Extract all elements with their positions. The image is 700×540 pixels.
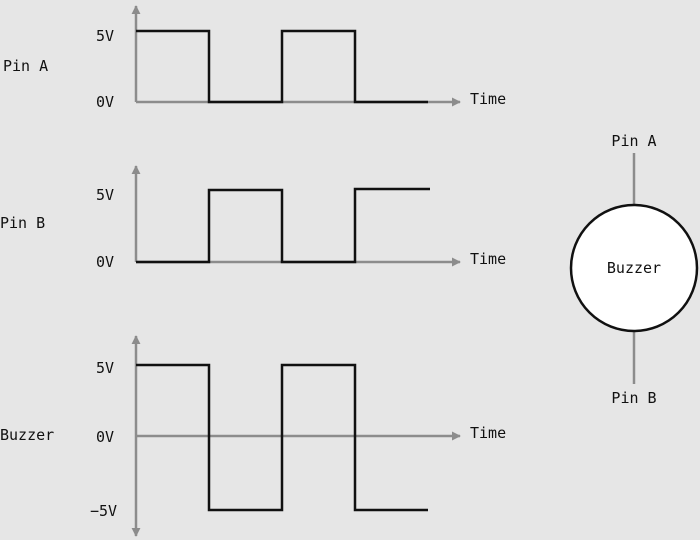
time-label: Time bbox=[470, 424, 506, 442]
y-tick-5v: 5V bbox=[96, 359, 114, 377]
buzzer-label: Buzzer bbox=[607, 259, 661, 277]
plot-pin-b: 5V 0V Time Pin B bbox=[0, 165, 506, 271]
y-tick-0v: 0V bbox=[96, 253, 114, 271]
time-label: Time bbox=[470, 90, 506, 108]
buzzer-plot-label: Buzzer bbox=[0, 426, 54, 444]
pin-b-label: Pin B bbox=[0, 214, 45, 232]
buzzer-component: Buzzer Pin A Pin B bbox=[569, 132, 699, 407]
buzzer-circle bbox=[569, 203, 699, 333]
y-tick-0v: 0V bbox=[96, 428, 114, 446]
pin-b-signal bbox=[136, 187, 430, 264]
plot-buzzer: 5V 0V −5V Time Buzzer bbox=[0, 335, 506, 537]
pin-a-label: Pin A bbox=[3, 57, 48, 75]
bottom-pin-label: Pin B bbox=[611, 389, 656, 407]
y-tick-5v: 5V bbox=[96, 186, 114, 204]
top-pin-label: Pin A bbox=[611, 132, 656, 150]
y-tick-5v: 5V bbox=[96, 27, 114, 45]
pin-a-signal bbox=[136, 29, 428, 104]
time-label: Time bbox=[470, 250, 506, 268]
y-tick-0v: 0V bbox=[96, 93, 114, 111]
y-tick-neg-5v: −5V bbox=[90, 502, 117, 520]
plot-pin-a: 5V 0V Time Pin A bbox=[3, 5, 506, 111]
buzzer-signal bbox=[136, 363, 428, 512]
